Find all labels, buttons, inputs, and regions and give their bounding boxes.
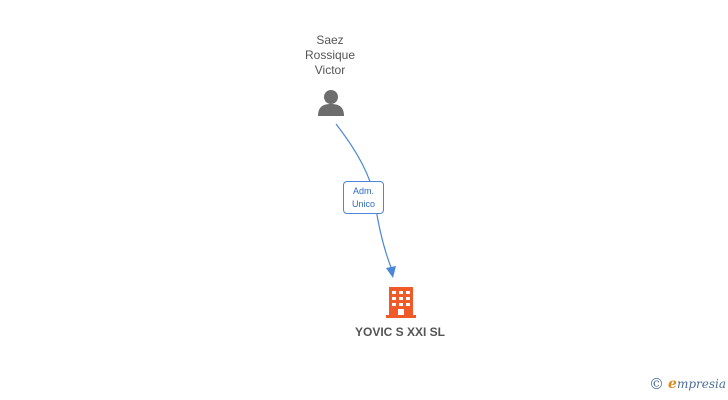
person-name-line: Rossique xyxy=(304,48,356,62)
person-icon[interactable] xyxy=(318,90,344,116)
person-name-label[interactable]: Saez Rossique Victor xyxy=(290,33,370,78)
role-label: Adm. Unico xyxy=(343,181,384,214)
role-label-line: Adm. xyxy=(352,186,374,196)
building-icon[interactable] xyxy=(386,287,416,318)
person-name-line: Saez xyxy=(316,33,344,47)
brand-e-mark: e xyxy=(668,376,677,392)
person-name-line: Victor xyxy=(314,63,346,77)
role-label-line: Unico xyxy=(351,199,375,209)
brand-text: mpresia xyxy=(676,377,726,391)
copyright-icon: © xyxy=(649,375,665,393)
brand-logo: © empresia xyxy=(649,374,726,394)
edge-arrowhead xyxy=(386,266,396,278)
company-name-label[interactable]: YOVIC S XXI SL xyxy=(354,325,446,339)
